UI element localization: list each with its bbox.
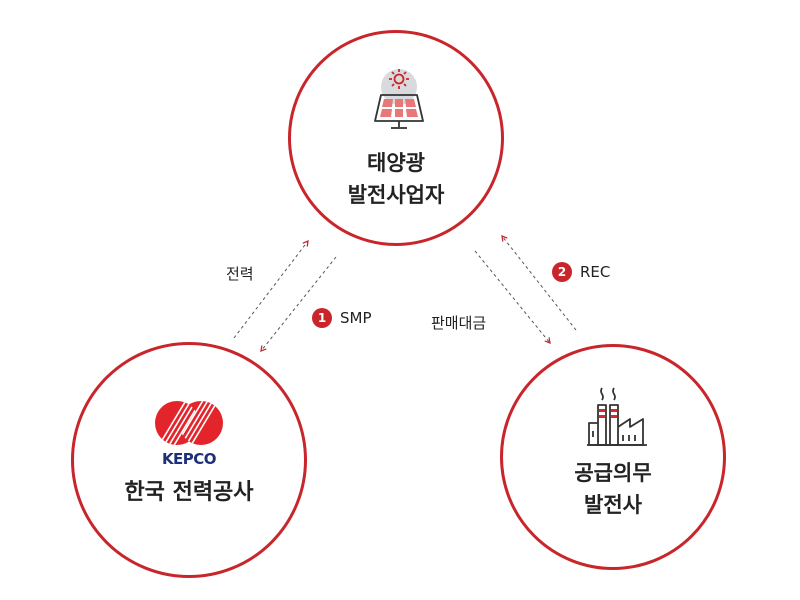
node-solar-producer: 태양광 발전사업자 bbox=[288, 30, 504, 246]
step-badge-2: 2 bbox=[552, 262, 572, 282]
factory-icon bbox=[587, 387, 647, 446]
flow-smp-text: SMP bbox=[340, 309, 372, 327]
solar-panel-icon bbox=[374, 69, 424, 129]
step-badge-1: 1 bbox=[312, 308, 332, 328]
flow-label-power: 전력 bbox=[226, 263, 254, 284]
flow-label-sales: 판매대금 bbox=[431, 312, 486, 333]
flow-label-rec: 2 REC bbox=[552, 262, 610, 282]
obligated-generator-label: 공급의무 발전사 bbox=[503, 457, 723, 521]
solar-label-line1: 태양광 bbox=[367, 151, 425, 175]
kepco-label: 한국 전력공사 bbox=[74, 477, 304, 509]
node-kepco: KEPCO 한국 전력공사 bbox=[71, 342, 307, 578]
solar-producer-label: 태양광 발전사업자 bbox=[291, 147, 501, 211]
kepco-logo: KEPCO bbox=[155, 401, 223, 468]
arrow-sales bbox=[474, 250, 551, 344]
flow-sales-text: 판매대금 bbox=[431, 314, 487, 332]
solar-label-line2: 발전사업자 bbox=[347, 183, 445, 207]
kepco-wordmark: KEPCO bbox=[162, 450, 216, 468]
flow-power-text: 전력 bbox=[226, 265, 254, 283]
flow-label-smp: 1 SMP bbox=[312, 308, 372, 328]
rps-label-line1: 공급의무 bbox=[574, 461, 652, 485]
arrow-power bbox=[233, 239, 309, 339]
flow-rec-text: REC bbox=[580, 263, 611, 281]
arrow-smp bbox=[260, 256, 337, 352]
kepco-label-line1: 한국 전력공사 bbox=[124, 480, 254, 505]
rps-label-line2: 발전사 bbox=[584, 493, 642, 517]
arrow-rec bbox=[501, 235, 577, 331]
node-obligated-generator: 공급의무 발전사 bbox=[500, 344, 726, 570]
